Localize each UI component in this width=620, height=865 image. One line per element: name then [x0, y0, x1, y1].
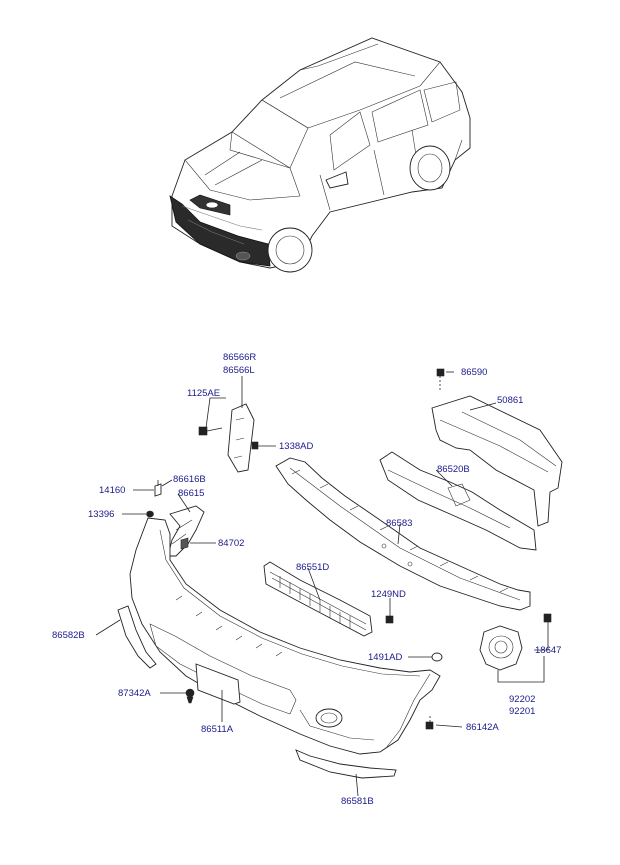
callout-86520B: 86520B — [437, 464, 470, 475]
callout-86590: 86590 — [461, 367, 487, 378]
callout-86616B: 86616B — [173, 474, 206, 485]
clip-1491AD — [431, 652, 443, 662]
callout-86615: 86615 — [178, 488, 204, 499]
nut-1338AD — [251, 441, 259, 450]
part-side-bracket-86615 — [167, 505, 205, 557]
callout-87342A: 87342A — [118, 688, 151, 699]
callout-86566L: 86566L — [223, 365, 255, 376]
callout-84702: 84702 — [218, 538, 244, 549]
part-bumper-cover-86511A — [117, 517, 441, 755]
callout-labels: 86566R 86566L 1125AE 1338AD 86590 50861 … — [52, 352, 561, 807]
callout-92202: 92202 — [509, 694, 535, 705]
bulb-18647 — [543, 613, 552, 623]
callout-1491AD: 1491AD — [368, 652, 402, 663]
callout-92201: 92201 — [509, 706, 535, 717]
vehicle-illustration — [169, 37, 471, 273]
callout-1338AD: 1338AD — [279, 441, 313, 452]
fastener-87342A — [185, 688, 195, 704]
screw-86590 — [436, 368, 445, 390]
part-beam-86583 — [275, 457, 531, 611]
callout-86581B: 86581B — [341, 796, 374, 807]
part-absorber-86520B — [379, 451, 537, 551]
callout-86142A: 86142A — [466, 722, 499, 733]
callout-18647: 18647 — [535, 645, 561, 656]
part-bracket-86566 — [227, 403, 255, 473]
screw-1249ND — [385, 615, 394, 624]
bolt-1125AE — [198, 426, 223, 436]
part-lower-strip-86581B — [295, 749, 397, 779]
pad-84702 — [180, 537, 189, 550]
callout-86566R: 86566R — [223, 352, 256, 363]
leader-lines — [95, 371, 549, 797]
callout-13396: 13396 — [88, 509, 114, 520]
callout-1125AE: 1125AE — [187, 388, 220, 399]
clip-13396 — [146, 510, 154, 518]
part-fog-lamp-92201 — [479, 625, 523, 671]
callout-1249ND: 1249ND — [371, 589, 406, 600]
callout-86551D: 86551D — [296, 562, 329, 573]
part-grille-86551D — [263, 561, 373, 637]
callout-86583: 86583 — [386, 518, 412, 529]
callout-86582B: 86582B — [52, 630, 85, 641]
clip-14160 — [154, 480, 162, 497]
screw-86142A — [425, 716, 434, 730]
callout-86511A: 86511A — [201, 724, 234, 735]
part-absorber-50861 — [431, 395, 563, 527]
callout-50861: 50861 — [497, 395, 523, 406]
callout-14160: 14160 — [99, 485, 125, 496]
